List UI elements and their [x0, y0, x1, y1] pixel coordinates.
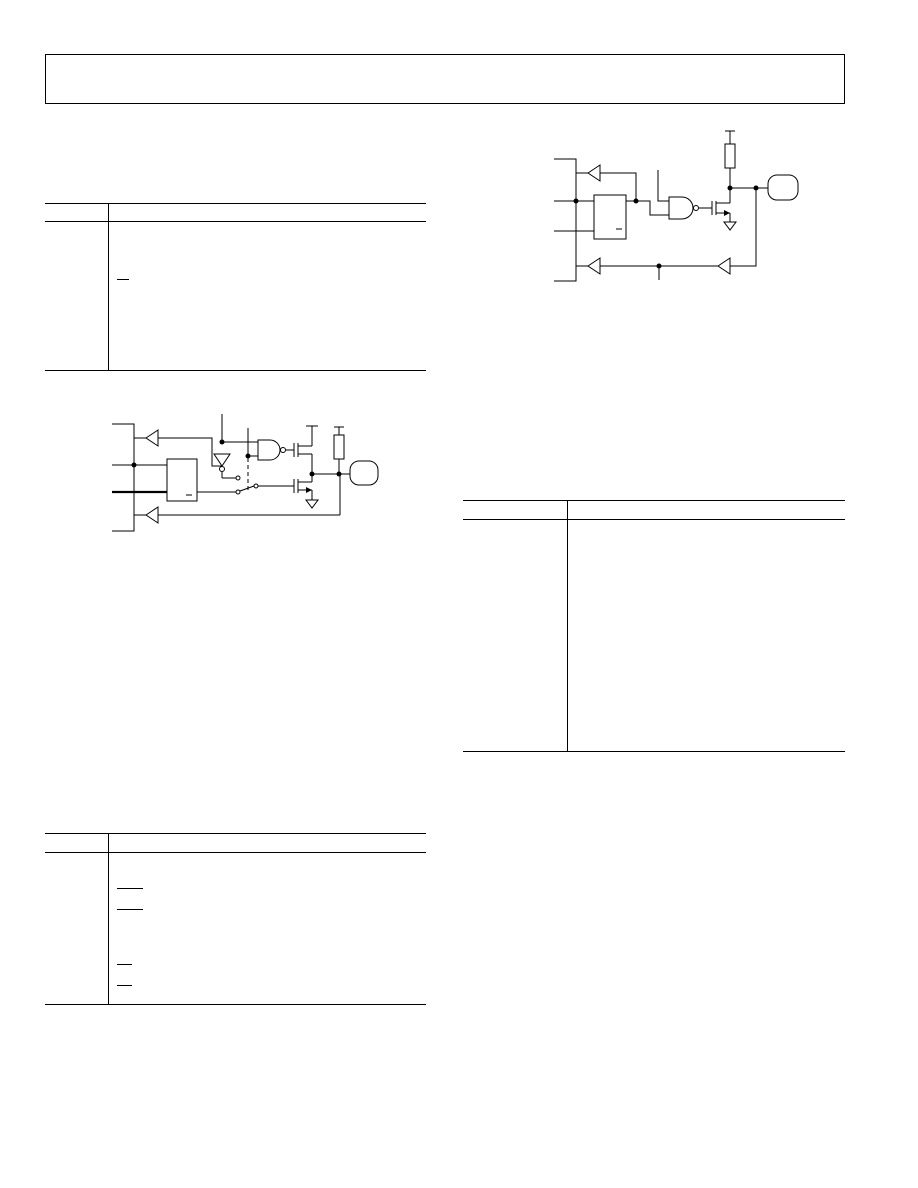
table-2-overbar-signal-4	[117, 985, 132, 986]
table-2-overbar-signal-3	[117, 964, 132, 965]
table-2-overbar-signal-2	[117, 909, 143, 910]
buffer-symbol	[718, 258, 730, 274]
nand-gate-symbol	[669, 197, 693, 219]
table-1-header-rule	[45, 221, 426, 222]
inverter-symbol	[214, 454, 230, 466]
table-2-top-rule	[45, 833, 426, 834]
table-1-top-rule	[45, 203, 426, 204]
table-3-column-divider	[567, 500, 568, 752]
table-1-bottom-rule	[45, 370, 426, 371]
buffer-symbol	[588, 258, 600, 274]
page-header-frame	[45, 54, 845, 104]
pin-pad-symbol	[350, 461, 378, 485]
ground-symbol	[724, 222, 736, 230]
register-block	[594, 195, 626, 239]
table-3-bottom-rule	[463, 751, 845, 752]
buffer-symbol	[588, 165, 600, 181]
table-2-header-rule	[45, 852, 426, 853]
pin-pad-symbol	[768, 175, 798, 200]
table-3-top-rule	[463, 500, 845, 501]
ground-symbol	[306, 500, 318, 508]
switch-symbol	[240, 486, 254, 491]
register-block	[167, 459, 197, 501]
table-2-bottom-rule	[45, 1004, 426, 1005]
table-3-header-rule	[463, 519, 845, 520]
resistor-symbol	[725, 144, 735, 168]
table-2-overbar-signal-1	[117, 888, 143, 889]
nand-gate-symbol	[258, 440, 280, 460]
wire	[112, 424, 146, 438]
table-2-column-divider	[108, 833, 109, 1004]
table-1-overbar-signal	[117, 279, 129, 280]
table-1-column-divider	[108, 203, 109, 371]
